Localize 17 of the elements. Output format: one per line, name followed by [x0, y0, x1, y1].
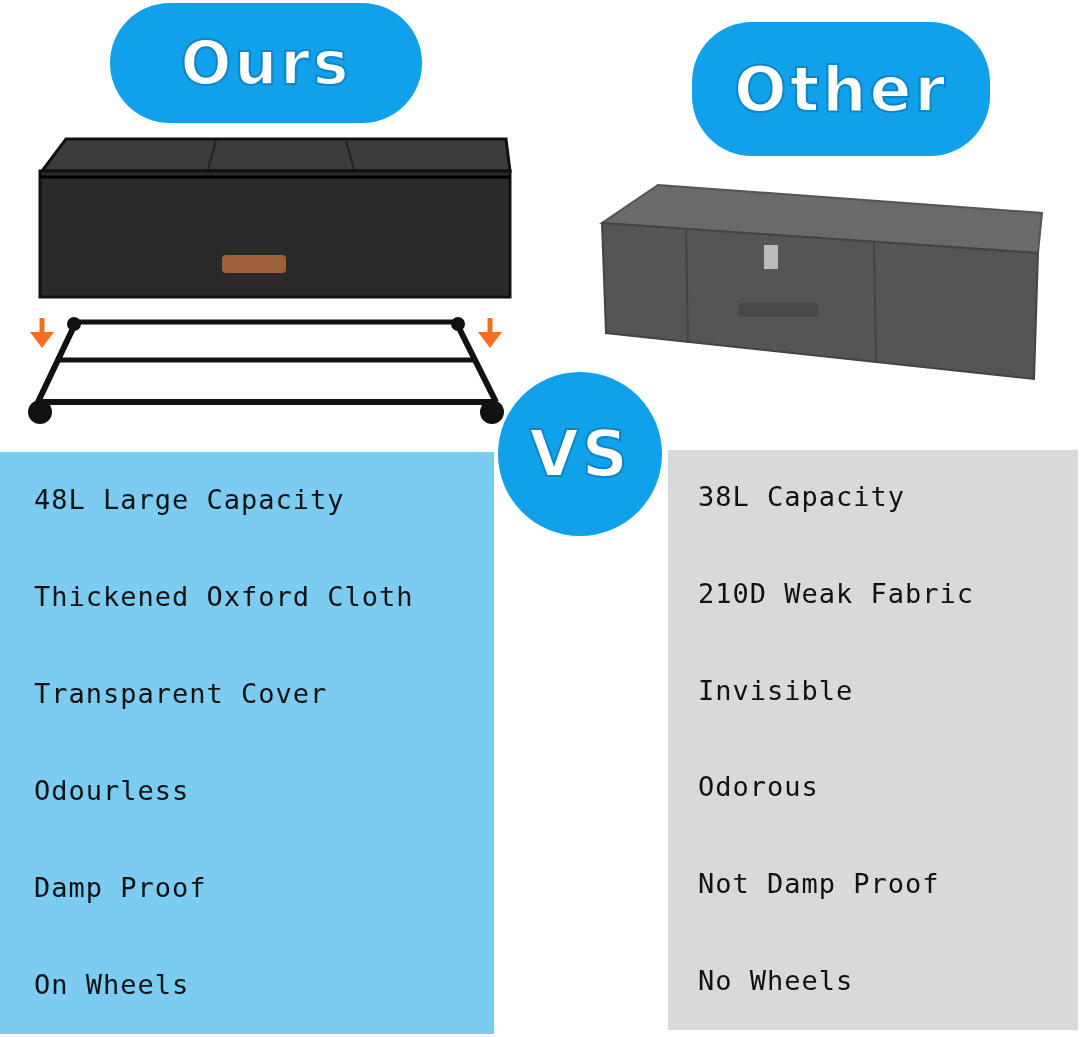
feature-text: On Wheels [34, 968, 190, 1000]
feature-text: Odorous [698, 771, 819, 803]
feature-text: 48L Large Capacity [34, 483, 345, 515]
feature-text: 210D Weak Fabric [698, 578, 975, 609]
feature-text: No Wheels [698, 964, 854, 996]
feature-text: 38L Capacity [698, 481, 906, 513]
feature-text: Not Damp Proof [698, 868, 940, 899]
heading-text: Other [733, 52, 949, 126]
feature-text: Damp Proof [34, 871, 207, 903]
feature-text: Thickened Oxford Cloth [34, 580, 414, 612]
feature-text: Transparent Cover [34, 677, 328, 709]
heading-text: Ours [180, 28, 352, 98]
feature-panel [668, 450, 1078, 1030]
feature-text: Invisible [698, 674, 854, 706]
feature-panel [0, 452, 494, 1034]
feature-text: Odourless [34, 774, 190, 806]
heading-text: VS [529, 417, 631, 491]
